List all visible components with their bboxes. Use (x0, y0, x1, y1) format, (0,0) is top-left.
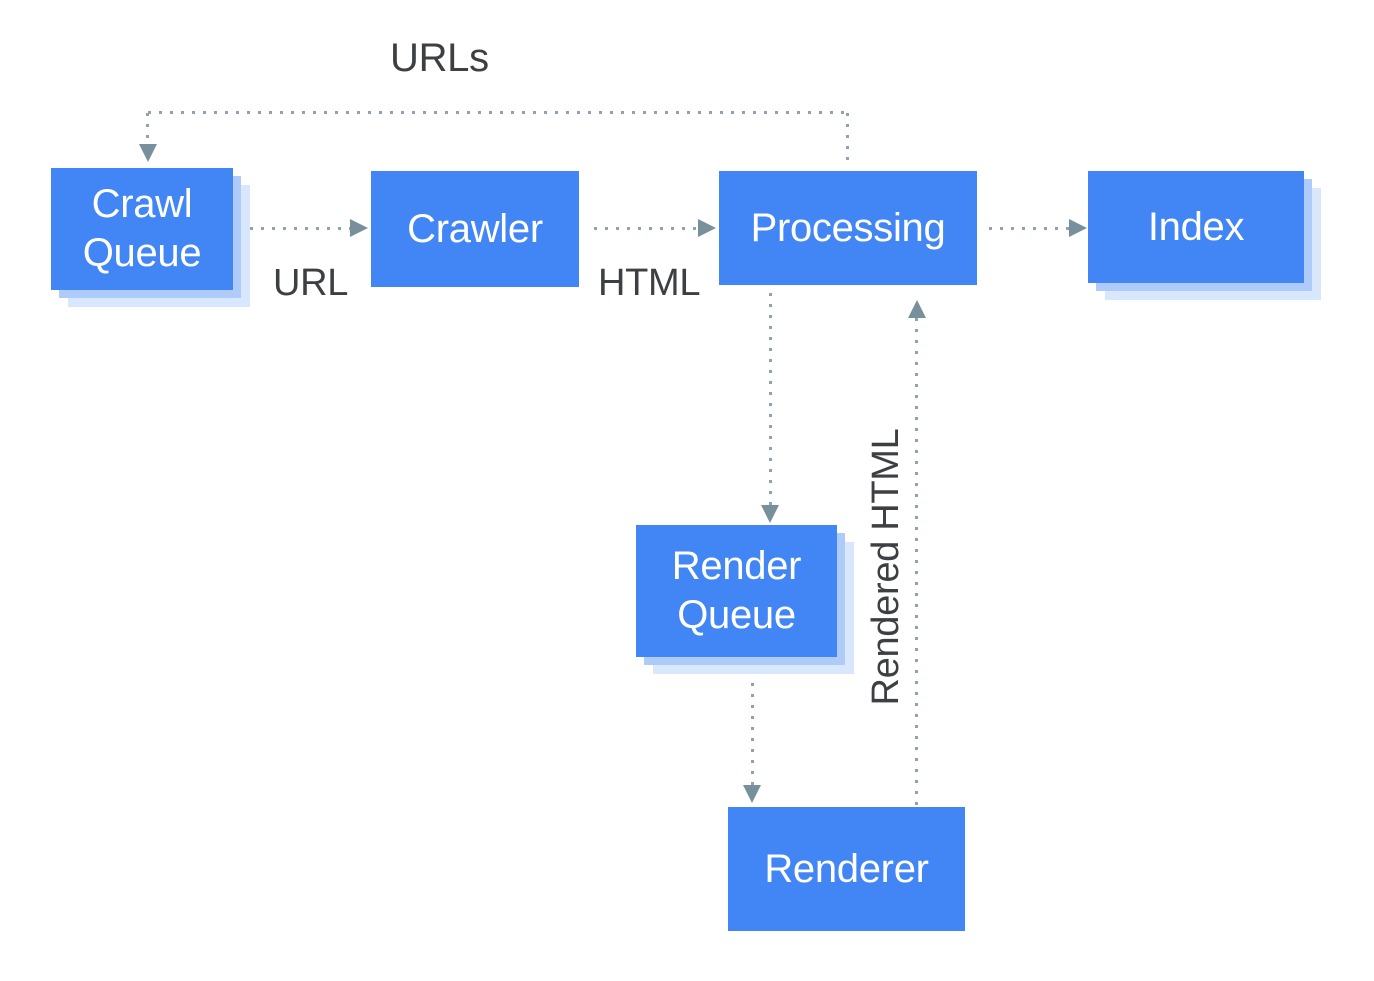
arrowhead-right-into-processing (698, 219, 716, 237)
node-render-queue-label: Render Queue (671, 544, 802, 637)
edge-processing-to-render-queue-line (769, 293, 772, 505)
edge-feedback-line-to-crawl-queue (146, 113, 149, 143)
edge-crawler-to-processing-line (594, 227, 698, 230)
edge-feedback-horizontal-line (148, 111, 848, 114)
arrowhead-down-into-crawl-queue (139, 144, 157, 162)
edge-label-urls: URLs (390, 36, 489, 80)
node-renderer: Renderer (728, 807, 965, 931)
edge-label-html: HTML (598, 262, 701, 304)
arrowhead-down-into-renderer (743, 785, 761, 803)
node-render-queue: Render Queue (636, 525, 837, 657)
node-crawler: Crawler (371, 171, 579, 287)
edge-label-url: URL (273, 262, 349, 304)
edge-crawl-queue-to-crawler-line (250, 227, 350, 230)
node-crawl-queue: Crawl Queue (51, 168, 233, 290)
node-renderer-label: Renderer (764, 846, 929, 891)
arrowhead-right-into-index (1069, 219, 1087, 237)
node-index-label: Index (1147, 204, 1245, 249)
node-processing: Processing (719, 171, 977, 285)
arrowhead-up-into-processing (908, 300, 926, 318)
node-processing-label: Processing (750, 205, 946, 250)
edge-render-queue-to-renderer-line (751, 683, 754, 785)
edge-feedback-line-from-processing (846, 113, 849, 168)
node-crawler-label: Crawler (407, 206, 543, 251)
arrowhead-down-into-render-queue (761, 505, 779, 523)
node-index: Index (1088, 171, 1304, 283)
edge-renderer-to-processing-line (915, 318, 918, 807)
node-crawl-queue-label: Crawl Queue (82, 182, 202, 275)
edge-processing-to-index-line (989, 227, 1069, 230)
arrowhead-right-into-crawler (350, 219, 368, 237)
edge-label-rendered-html: Rendered HTML (864, 428, 907, 706)
